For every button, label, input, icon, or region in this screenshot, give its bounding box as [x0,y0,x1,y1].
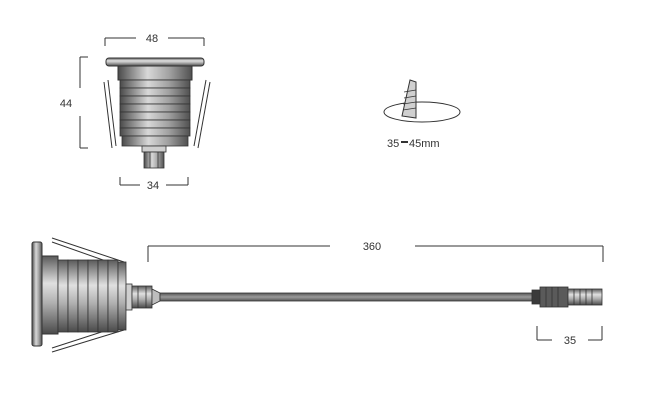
hole-depth-dash [401,141,408,143]
height-label: 44 [60,98,72,110]
connector-length-label: 35 [564,335,576,347]
top-width-dimension [104,37,205,46]
side-flange [31,241,43,347]
height-dimension [79,56,88,149]
hole-depth-min: 35 [387,138,399,150]
mounting-hole [383,101,461,123]
side-cable-gland [125,283,161,311]
cable-length-label: 360 [363,241,381,253]
connector [531,286,603,308]
hole-wall [401,79,417,119]
side-neck [41,255,59,335]
side-heatsink-fins [57,259,127,333]
cable-length-dimension [147,245,604,262]
cable [159,292,533,302]
upper-housing [117,65,193,81]
heatsink-fins [119,79,191,147]
spring-clips [103,79,211,149]
flange [105,57,205,67]
bottom-width-label: 34 [147,180,159,192]
hole-depth-max: 45mm [409,138,440,150]
side-view: 360 35 [31,237,604,353]
front-view: 48 44 [60,33,211,192]
cable-gland [141,145,167,169]
top-width-label: 48 [146,33,158,45]
mounting-hole-view: 35 45mm [383,79,461,150]
connector-length-dimension [536,326,603,341]
bottom-width-dimension [119,177,189,186]
